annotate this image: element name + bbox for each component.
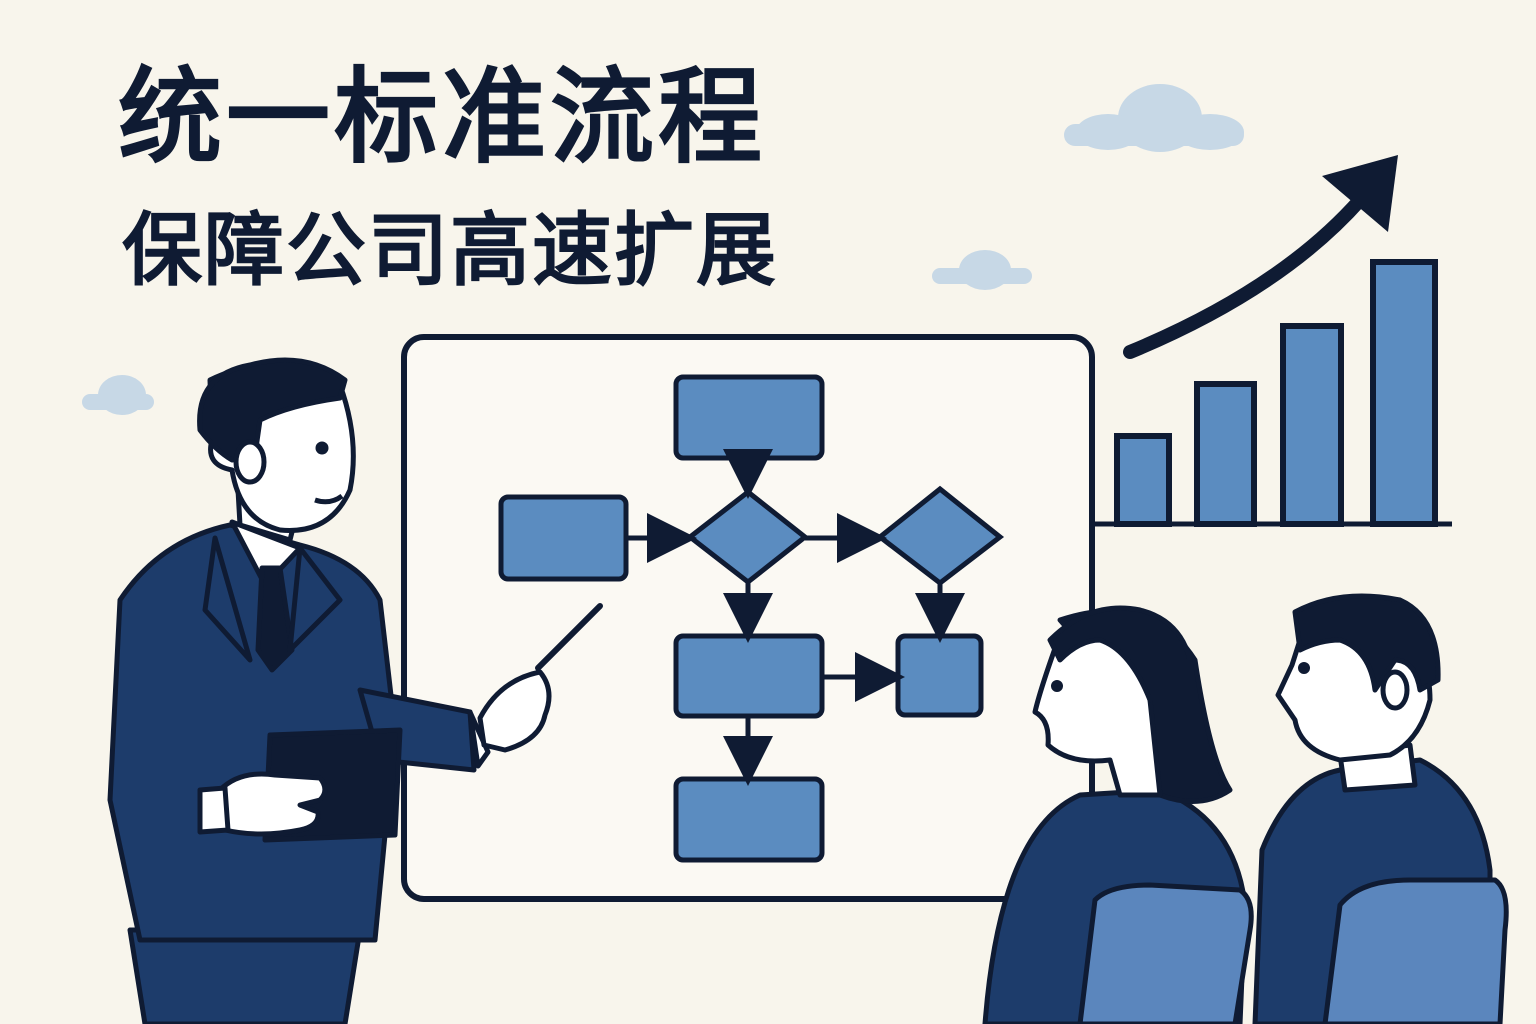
audience-member [982,605,1254,1024]
flowchart-box [673,374,825,461]
chart-bar [1280,323,1344,527]
growth-bar-chart [1095,259,1452,527]
chair [1322,877,1509,1024]
cloud-icon [932,250,1032,290]
cloud-icon [82,375,154,415]
chart-bar [1114,433,1172,527]
chair [1077,882,1254,1024]
flowchart [498,374,1005,863]
flowchart-box [498,494,629,582]
presenter [107,357,603,1024]
cloud-icon [1064,84,1244,152]
flowchart-box [673,633,825,719]
chart-bar [1370,259,1438,527]
headline-title: 统一标准流程 [118,56,767,178]
growth-arrow-icon [1123,155,1398,359]
flowchart-box [895,633,984,718]
audience-member [1252,593,1509,1024]
flowchart-box [673,776,825,863]
chart-bar [1194,381,1257,527]
headline-subtitle: 保障公司高速扩展 [122,204,778,297]
